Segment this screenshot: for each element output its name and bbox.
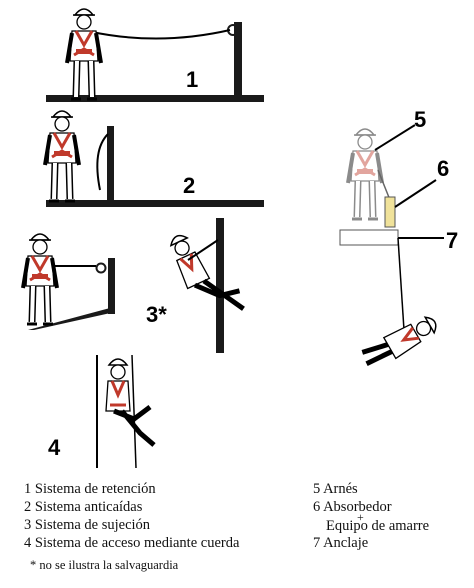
legend-item: 1 Sistema de retención bbox=[24, 481, 156, 497]
legend-item: 4 Sistema de acceso mediante cuerda bbox=[24, 535, 240, 551]
legend-item-equipo: Equipo de amarre bbox=[326, 518, 430, 534]
panel-restraint bbox=[23, 234, 115, 330]
illustration: 1 2 3* bbox=[0, 0, 458, 469]
panel-fall-arrest: 2 bbox=[45, 111, 264, 207]
legend-item: 2 Sistema anticaídas bbox=[24, 499, 143, 515]
label-4: 4 bbox=[48, 435, 61, 460]
footnote: * no se ilustra la salvaguardia bbox=[30, 558, 179, 572]
panel-rope-access: 4 bbox=[48, 354, 156, 469]
legend-components: 5 Arnés 6 Absorbedor bbox=[313, 480, 392, 516]
legend-item-anclaje: 7 Anclaje bbox=[313, 535, 369, 551]
label-7: 7 bbox=[446, 228, 458, 253]
label-3: 3* bbox=[146, 302, 167, 327]
panel-retention: 1 bbox=[46, 9, 264, 102]
label-5: 5 bbox=[414, 107, 426, 132]
label-1: 1 bbox=[186, 67, 198, 92]
legend-systems: 1 Sistema de retención 2 Sistema anticaí… bbox=[24, 480, 239, 552]
plus-sign: + bbox=[357, 510, 364, 524]
legend-item-absorbedor: 6 Absorbedor bbox=[313, 499, 392, 515]
label-2: 2 bbox=[183, 173, 195, 198]
panel-positioning: 3* bbox=[146, 218, 245, 353]
label-6: 6 bbox=[437, 156, 449, 181]
panel-fall-components: 5 6 7 bbox=[339, 107, 458, 366]
legend-item-arnes: 5 Arnés bbox=[313, 481, 358, 497]
legend-item: 3 Sistema de sujeción bbox=[24, 517, 151, 533]
